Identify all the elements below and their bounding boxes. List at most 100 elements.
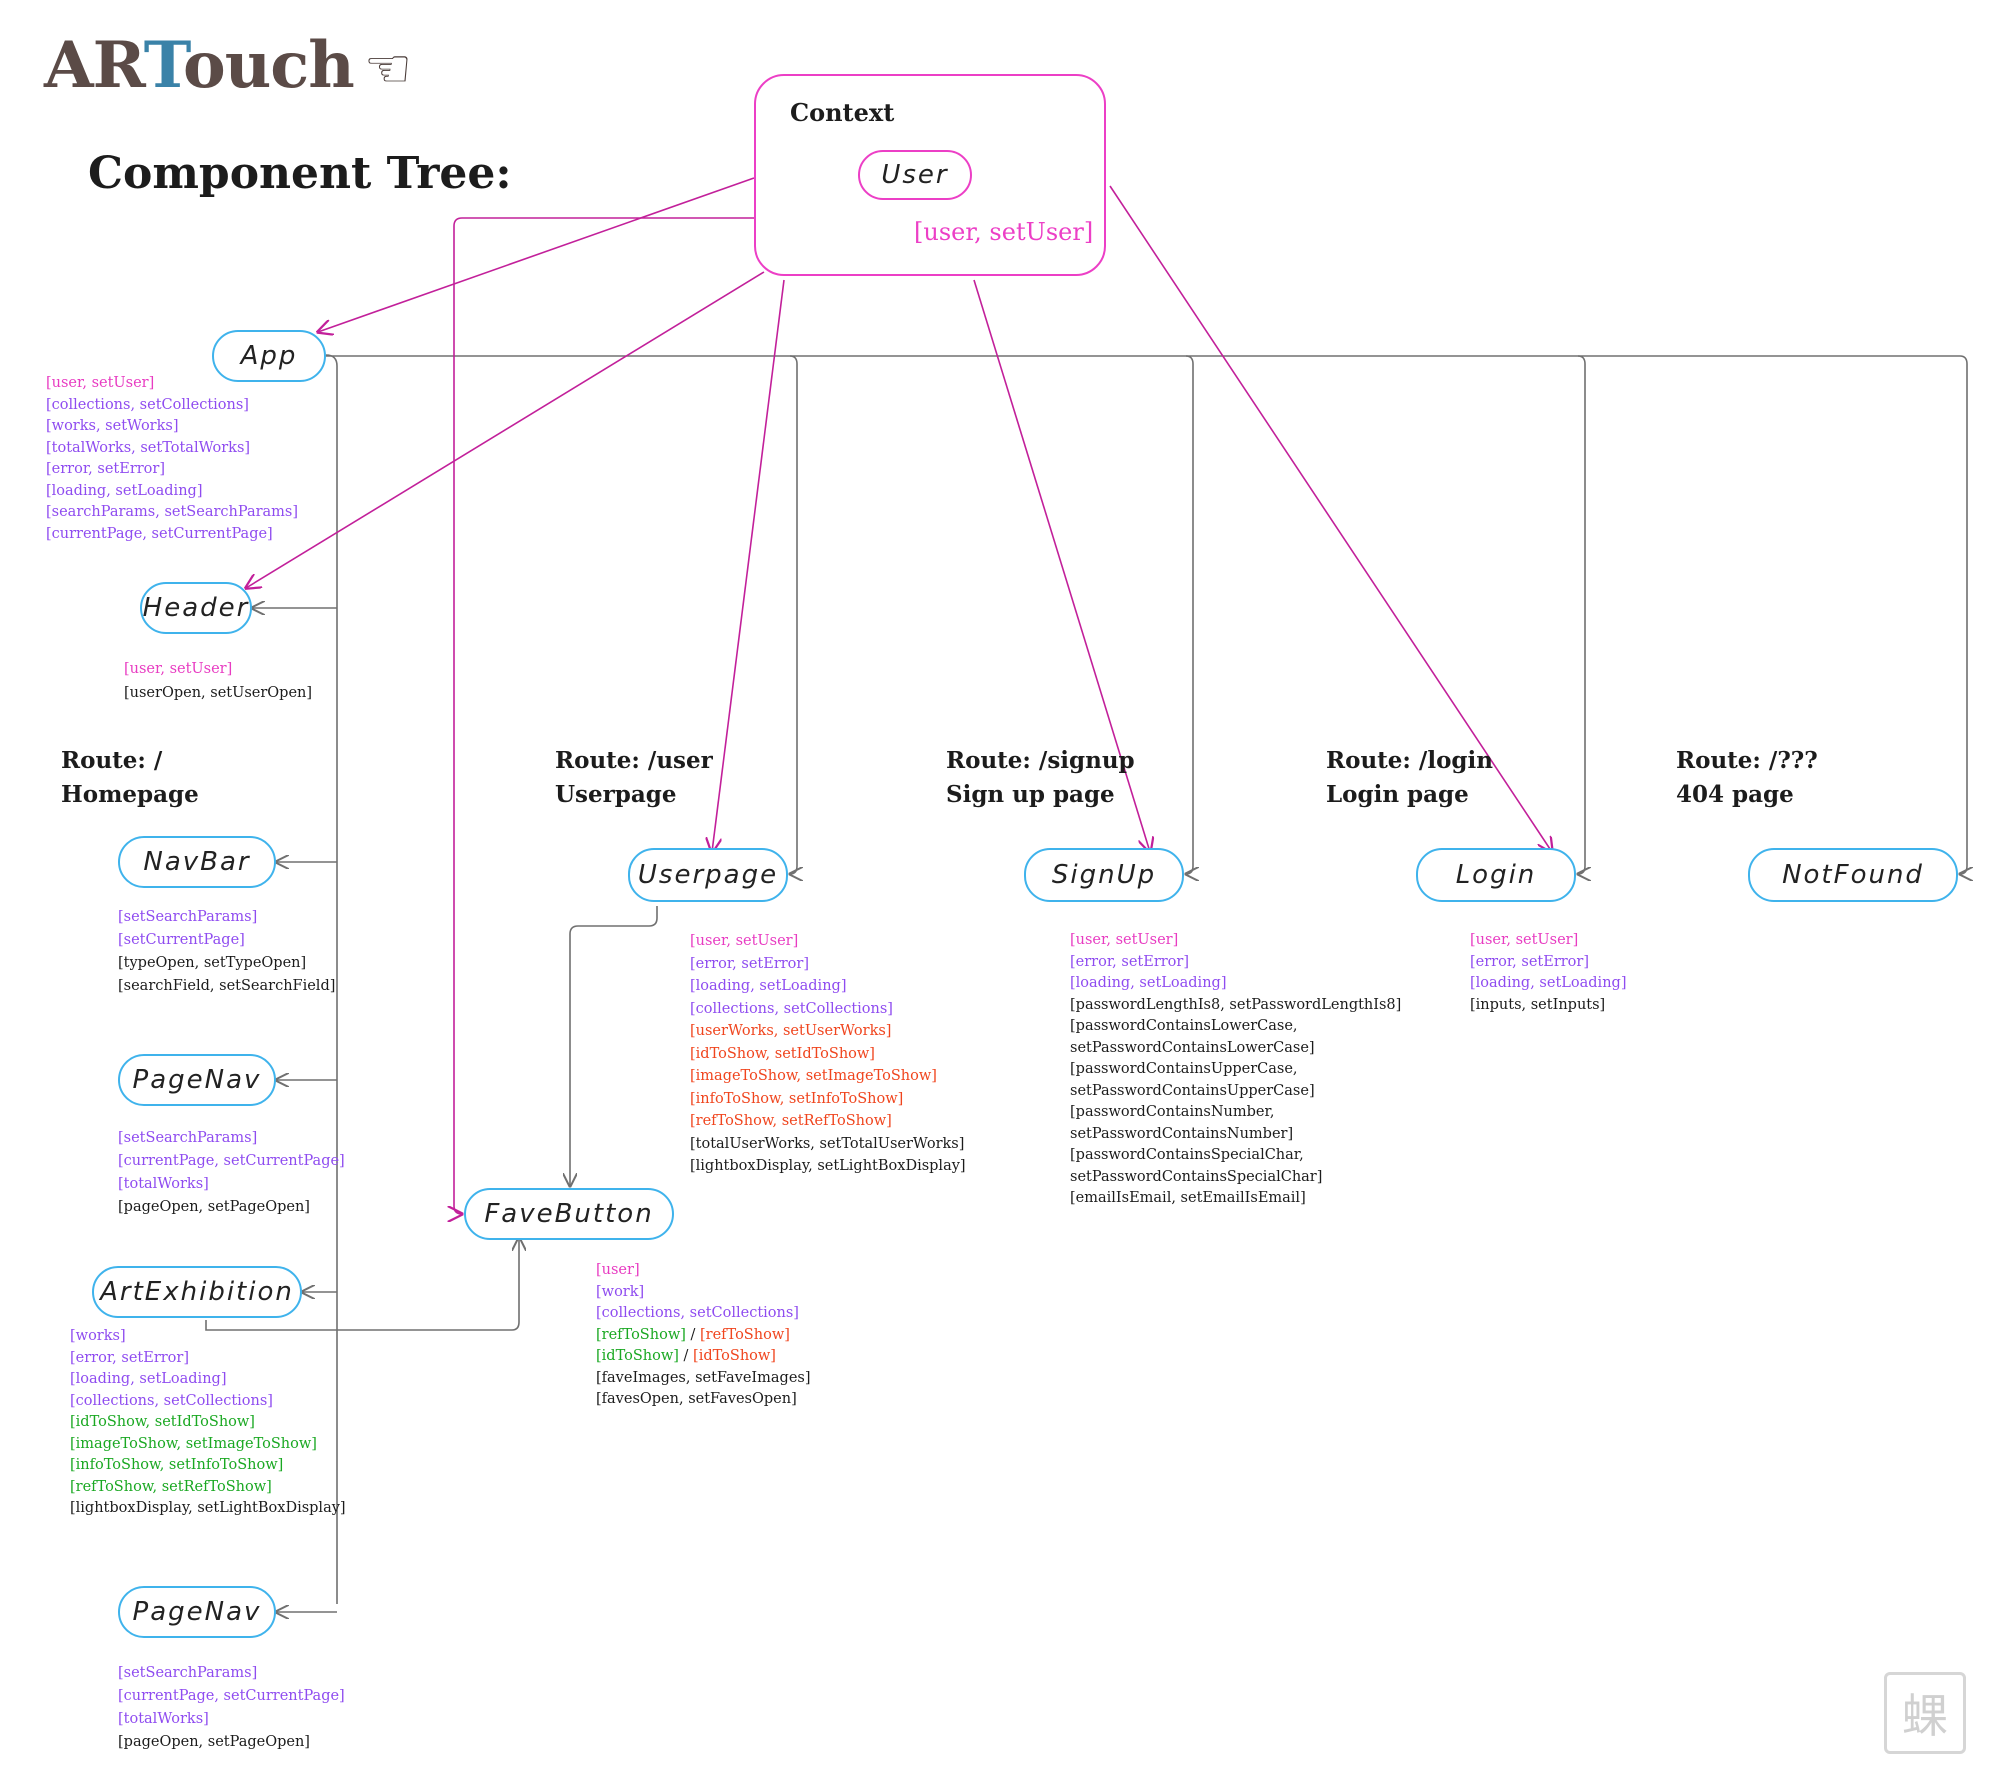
prop-text: [searchParams, setSearchParams] (46, 504, 299, 520)
prop-text: [refToShow, setRefToShow] (690, 1113, 892, 1129)
prop-text: [loading, setLoading] (1070, 975, 1227, 991)
prop-text: [passwordLengthIs8, setPasswordLengthIs8… (1070, 996, 1402, 1013)
prop-text: [refToShow] (700, 1326, 790, 1343)
prop-line: [error, setError] (690, 953, 966, 976)
prop-text: [totalWorks, setTotalWorks] (46, 439, 251, 456)
prop-text: [refToShow] (596, 1326, 686, 1343)
prop-text: setPasswordContainsSpecialChar] (1070, 1168, 1323, 1185)
prop-text: [infoToShow, setInfoToShow] (690, 1090, 904, 1107)
prop-line: [collections, setCollections] (690, 998, 966, 1021)
prop-text: [searchField, setSearchField] (118, 978, 336, 994)
context-arrow-userpage (712, 279, 785, 852)
prop-line: [user, setUser] (1470, 930, 1626, 952)
prop-text: [idToShow, setIdToShow] (70, 1414, 255, 1430)
prop-line: [idToShow, setIdToShow] (690, 1043, 966, 1066)
prop-line: [error, setError] (1070, 952, 1401, 974)
node-app: App (212, 330, 326, 382)
prop-line: [passwordContainsUpperCase, (1070, 1059, 1401, 1081)
props-login: [user, setUser][error, setError][loading… (1470, 930, 1626, 1016)
context-arrow-header (246, 271, 765, 588)
prop-line: [totalWorks, setTotalWorks] (46, 438, 298, 460)
prop-line: setPasswordContainsSpecialChar] (1070, 1167, 1401, 1189)
prop-text: [collections, setCollections] (596, 1305, 799, 1321)
prop-text: [user, setUser] (1070, 932, 1179, 948)
prop-line: [imageToShow, setImageToShow] (690, 1065, 966, 1088)
prop-line: [collections, setCollections] (46, 395, 298, 417)
prop-text: [userWorks, setUserWorks] (690, 1023, 892, 1039)
prop-line: [currentPage, setCurrentPage] (118, 1685, 345, 1708)
prop-text: [loading, setLoading] (690, 978, 847, 994)
prop-text: [userOpen, setUserOpen] (124, 685, 313, 701)
prop-line: [favesOpen, setFavesOpen] (596, 1389, 811, 1411)
props-userpage: [user, setUser][error, setError] [loading… (690, 930, 966, 1178)
prop-text: [idToShow, setIdToShow] (690, 1045, 875, 1062)
node-header: Header (140, 582, 252, 634)
prop-line: [refToShow, setRefToShow] (70, 1477, 346, 1499)
prop-line: [inputs, setInputs] (1470, 995, 1626, 1017)
prop-line: [idToShow, setIdToShow] (70, 1412, 346, 1434)
prop-text: [setSearchParams] (118, 909, 258, 925)
pointing-hand-icon: ☜ (363, 37, 412, 100)
props-app: [user, setUser] [collections, setCollecti… (46, 373, 298, 545)
prop-line: [works] (70, 1326, 346, 1348)
prop-line: [loading, setLoading] (70, 1369, 346, 1391)
props-artexhibition: [works][error, setError] [loading, setLoa… (70, 1326, 346, 1520)
prop-line: [totalUserWorks, setTotalUserWorks] (690, 1133, 966, 1156)
tree-line-signup (1186, 355, 1193, 874)
prop-text: [lightboxDisplay, setLightBoxDisplay] (70, 1500, 346, 1516)
prop-line: [refToShow, setRefToShow] (690, 1110, 966, 1133)
prop-line: [error, setError] (70, 1348, 346, 1370)
prop-text: [faveImages, setFaveImages] (596, 1369, 811, 1386)
prop-line: setPasswordContainsNumber] (1070, 1124, 1401, 1146)
tree-line-userpage-favebutton (570, 906, 658, 1186)
prop-line: [infoToShow, setInfoToShow] (70, 1455, 346, 1477)
node-artexhibition: ArtExhibition (92, 1266, 302, 1318)
prop-text: [collections, setCollections] (46, 396, 249, 413)
prop-text: / (685, 1326, 700, 1343)
prop-text: [typeOpen, setTypeOpen] (118, 955, 307, 971)
prop-text: [currentPage, setCurrentPage] (118, 1688, 345, 1704)
prop-text: [work] (596, 1283, 645, 1300)
route-label-home: Route: /Homepage (61, 747, 199, 808)
prop-line: [user, setUser] (690, 930, 966, 953)
prop-line: [searchParams, setSearchParams] (46, 502, 298, 524)
watermark-seal: 蜾 (1884, 1672, 1966, 1754)
context-arrow-login (1109, 185, 1552, 852)
props-signup: [user, setUser] [error, setError] [loading… (1070, 930, 1401, 1210)
prop-text: [collections, setCollections] (70, 1392, 273, 1409)
prop-line: [currentPage, setCurrentPage] (118, 1150, 345, 1173)
prop-text: [totalWorks] (118, 1176, 209, 1192)
prop-text: [imageToShow, setImageToShow] (70, 1435, 317, 1452)
tree-line-userpage (790, 355, 797, 874)
prop-text: [passwordContainsLowerCase, (1070, 1018, 1298, 1034)
prop-text: [pageOpen, setPageOpen] (118, 1734, 310, 1750)
prop-line: [currentPage, setCurrentPage] (46, 524, 298, 546)
prop-line: [typeOpen, setTypeOpen] (118, 952, 335, 975)
prop-text: [user, setUser] (46, 375, 155, 391)
prop-line: [error, setError] (1470, 952, 1626, 974)
prop-text: [setSearchParams] (118, 1665, 258, 1681)
prop-text: [error, setError] (70, 1349, 190, 1366)
prop-text: [error, setError] (1470, 953, 1590, 970)
prop-text: / (678, 1348, 694, 1364)
prop-line: [setSearchParams] (118, 906, 335, 929)
prop-line: [works, setWorks] (46, 416, 298, 438)
node-notfound: NotFound (1748, 848, 1958, 902)
prop-text: [error, setError] (1070, 953, 1190, 970)
prop-text: [works, setWorks] (46, 418, 179, 434)
prop-line: [error, setError] (46, 459, 298, 481)
artouch-logo: ARTouch☜ (44, 28, 412, 103)
prop-line: [lightboxDisplay, setLightBoxDisplay] (690, 1155, 966, 1178)
prop-line: [passwordContainsLowerCase, (1070, 1016, 1401, 1038)
prop-line: [passwordContainsNumber, (1070, 1102, 1401, 1124)
node-login: Login (1416, 848, 1576, 902)
prop-text: [infoToShow, setInfoToShow] (70, 1457, 284, 1473)
prop-line: [loading, setLoading] (46, 481, 298, 503)
context-container (754, 74, 1106, 276)
prop-text: [inputs, setInputs] (1470, 996, 1606, 1013)
